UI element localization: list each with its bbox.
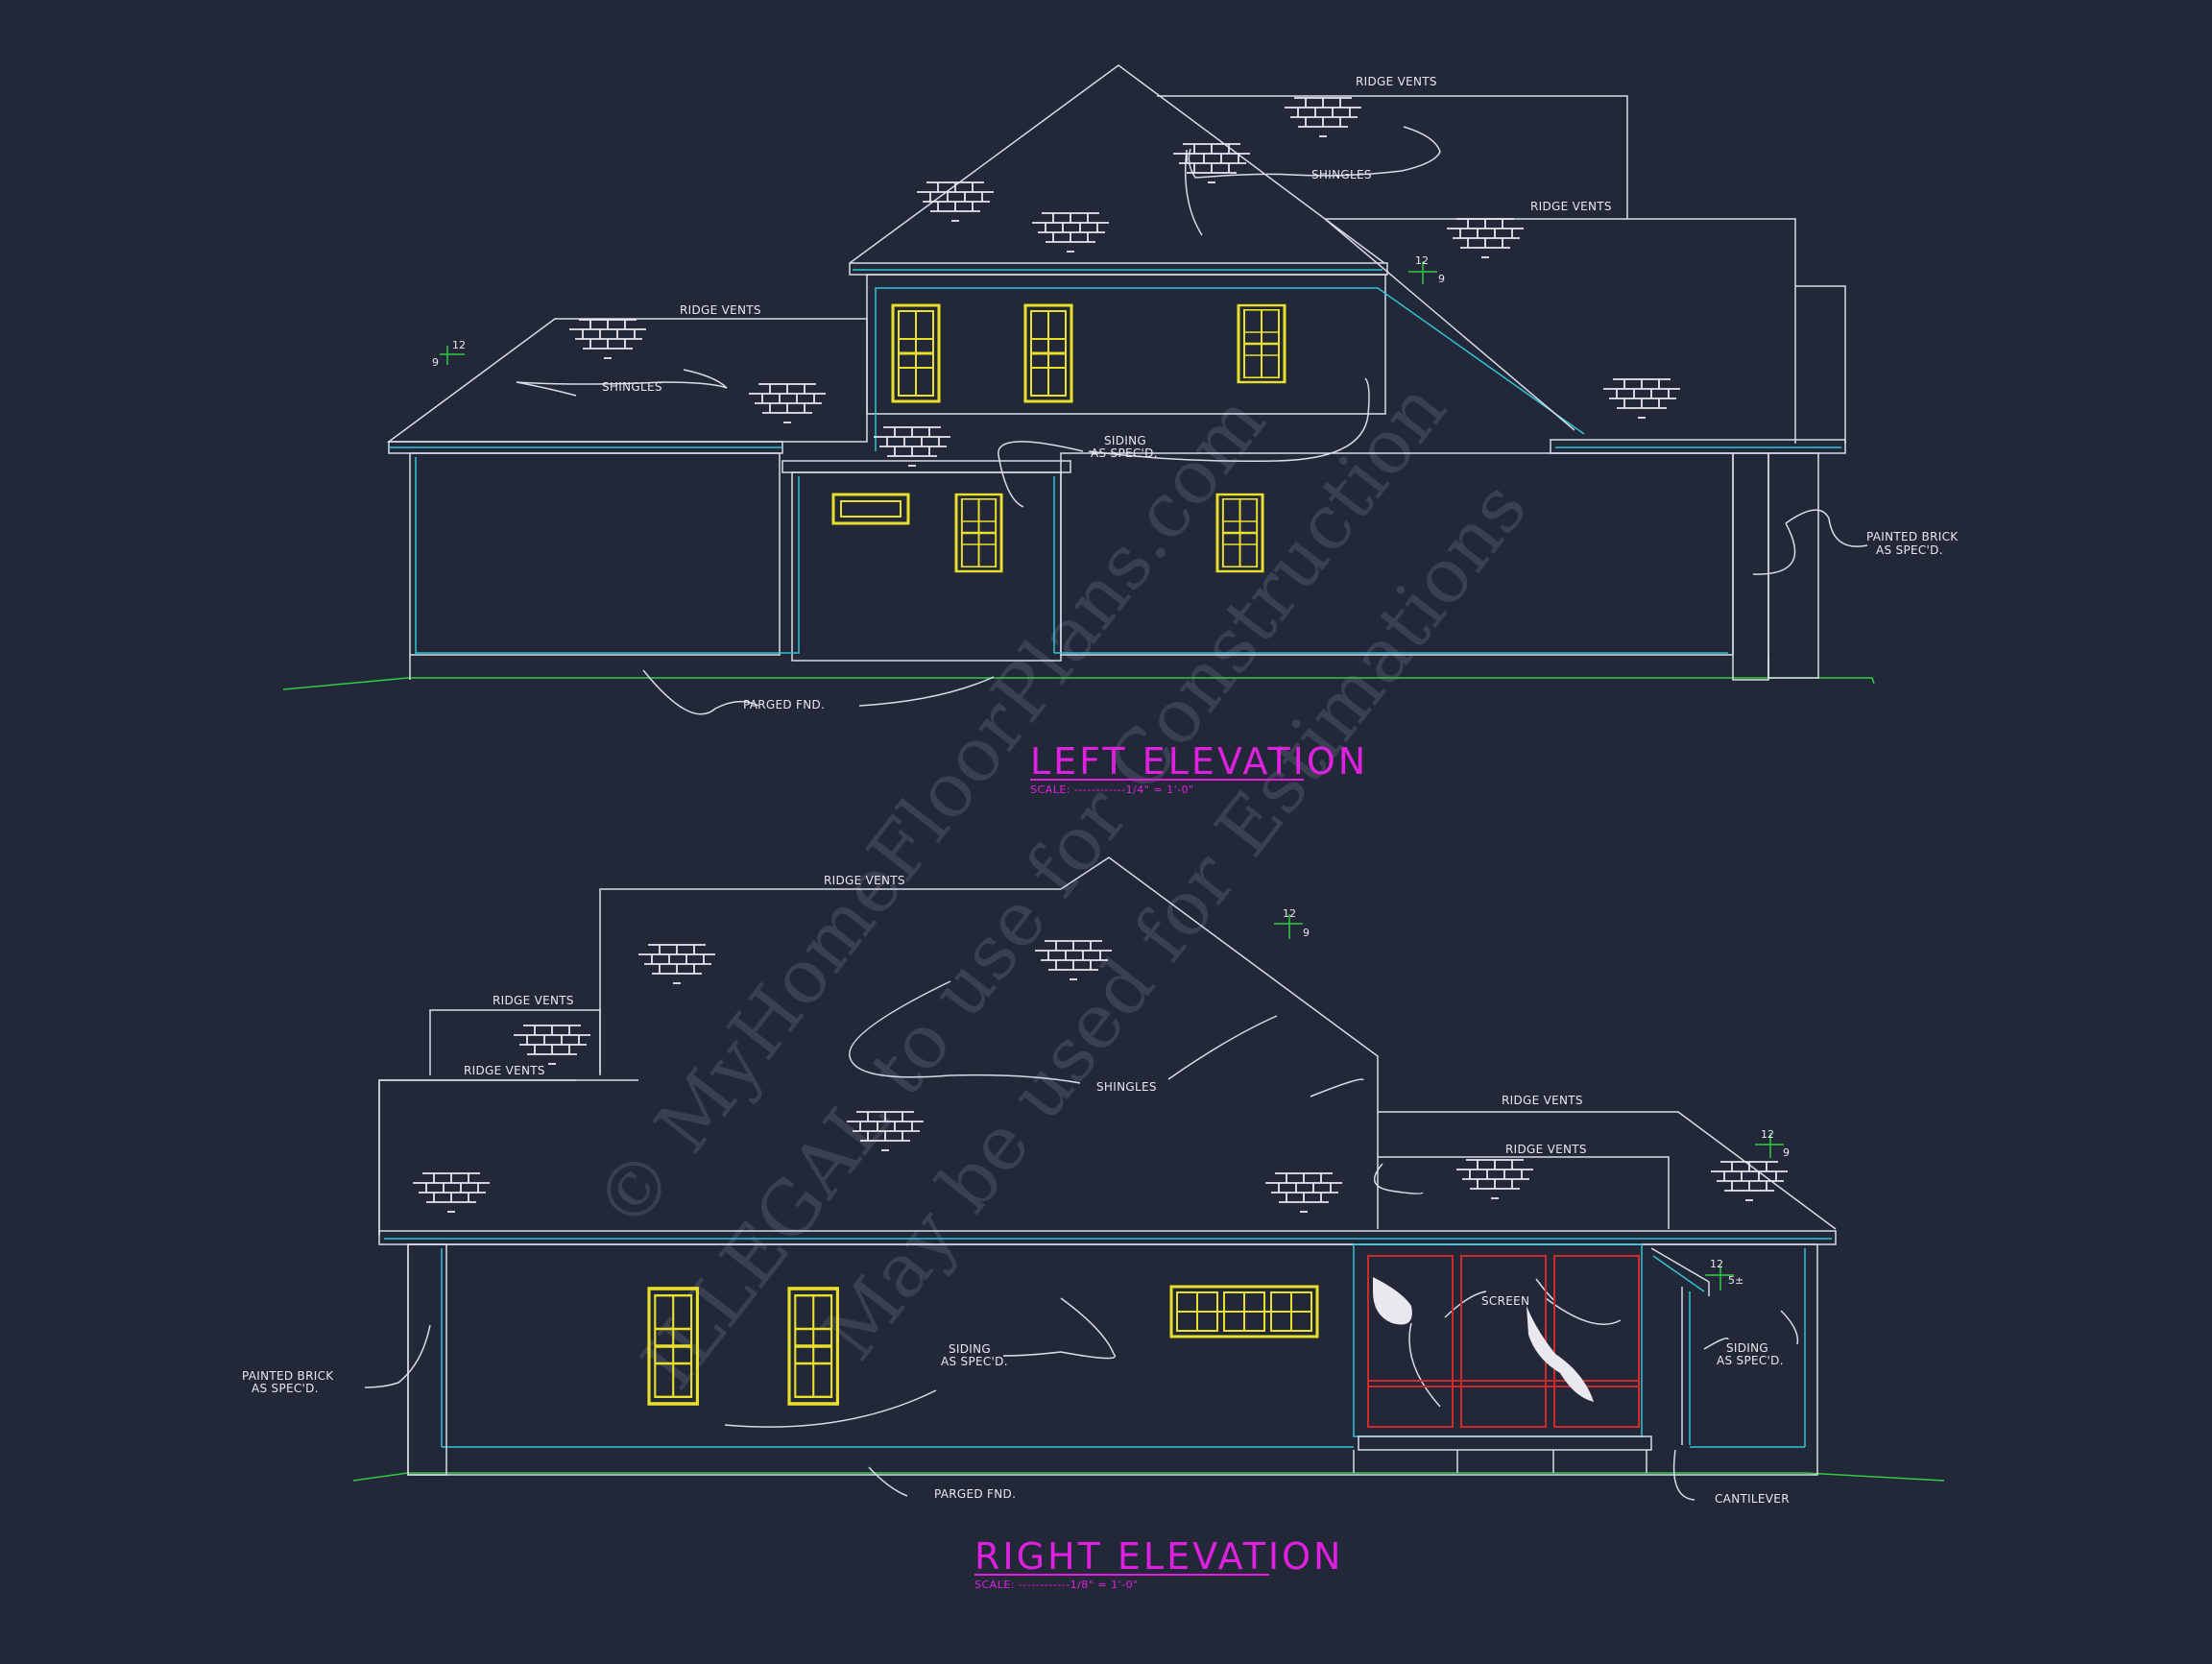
pitch-rise: 12 [452, 339, 466, 351]
label-siding: SIDING [1726, 1341, 1768, 1355]
left-pitch-symbol-a: 12 9 [432, 339, 466, 369]
window [1023, 303, 1073, 403]
left-elevation-labels: RIDGE VENTS SHINGLES RIDGE VENTS RIDGE V… [602, 75, 1959, 711]
label-ridge-vents: RIDGE VENTS [493, 994, 574, 1007]
watermark-line-1: © MyHomeFloorPlans.com [579, 379, 1283, 1246]
label-painted-brick-spec: AS SPEC'D. [252, 1382, 319, 1395]
label-painted-brick: PAINTED BRICK [1866, 530, 1959, 543]
left-elevation-title-block: LEFT ELEVATION SCALE: ------------1/4" =… [1030, 740, 1368, 796]
pitch-run: 9 [1303, 927, 1310, 939]
pitch-rise: 12 [1283, 907, 1296, 920]
right-elevation [352, 856, 1945, 1501]
label-siding-spec: AS SPEC'D. [1091, 446, 1158, 460]
right-elevation-scale: SCALE: ------------1/8" = 1'-0" [974, 1579, 1139, 1591]
label-ridge-vents: RIDGE VENTS [1502, 1094, 1583, 1107]
watermark-line-2: ILLEGAL to use for Construction [626, 367, 1463, 1405]
window [954, 493, 1003, 573]
pitch-rise: 12 [1710, 1258, 1723, 1270]
label-parged-fnd: PARGED FND. [743, 698, 825, 711]
right-pitch-symbol-a: 12 9 [1274, 907, 1310, 939]
triple-window [1169, 1285, 1319, 1338]
label-siding-spec: AS SPEC'D. [941, 1355, 1008, 1368]
pitch-run: 9 [1783, 1146, 1790, 1159]
transom-window [831, 493, 910, 525]
left-pitch-symbol-b: 12 9 [1408, 254, 1445, 285]
left-elevation [282, 64, 1875, 715]
label-ridge-vents: RIDGE VENTS [824, 874, 905, 887]
label-ridge-vents: RIDGE VENTS [680, 303, 761, 317]
pitch-rise: 12 [1415, 254, 1429, 267]
right-elevation-windows [647, 1285, 1319, 1406]
label-cantilever: CANTILEVER [1715, 1492, 1790, 1506]
label-shingles: SHINGLES [1311, 168, 1372, 181]
label-shingles: SHINGLES [602, 380, 662, 394]
label-siding: SIDING [1104, 434, 1146, 447]
label-ridge-vents: RIDGE VENTS [464, 1064, 545, 1077]
right-elevation-title-block: RIGHT ELEVATION SCALE: ------------1/8" … [974, 1535, 1343, 1591]
window [891, 303, 941, 403]
left-elevation-scale: SCALE: ------------1/4" = 1'-0" [1030, 784, 1194, 796]
right-elevation-labels: RIDGE VENTS RIDGE VENTS RIDGE VENTS SHIN… [242, 874, 1790, 1506]
right-elevation-title: RIGHT ELEVATION [974, 1535, 1343, 1578]
left-elevation-shingle-symbols [568, 97, 1681, 467]
label-ridge-vents: RIDGE VENTS [1530, 200, 1612, 213]
screen-porch [1367, 1255, 1640, 1428]
label-siding: SIDING [949, 1342, 991, 1356]
label-screen: SCREEN [1481, 1294, 1529, 1308]
pitch-run: 9 [432, 356, 439, 369]
label-ridge-vents: RIDGE VENTS [1505, 1143, 1587, 1156]
pitch-run: 5± [1728, 1274, 1743, 1287]
label-parged-fnd: PARGED FND. [934, 1487, 1016, 1501]
left-elevation-title: LEFT ELEVATION [1030, 740, 1368, 783]
label-painted-brick: PAINTED BRICK [242, 1369, 334, 1383]
label-siding-spec: AS SPEC'D. [1717, 1354, 1784, 1367]
label-painted-brick-spec: AS SPEC'D. [1876, 543, 1943, 557]
label-shingles: SHINGLES [1096, 1080, 1157, 1094]
pitch-rise: 12 [1761, 1128, 1774, 1141]
left-elevation-windows [831, 303, 1286, 573]
pitch-run: 9 [1438, 273, 1445, 285]
right-pitch-symbol-b: 12 9 [1755, 1128, 1790, 1159]
right-pitch-symbol-c: 12 5± [1705, 1258, 1743, 1290]
label-ridge-vents: RIDGE VENTS [1356, 75, 1437, 88]
window [1237, 303, 1286, 384]
